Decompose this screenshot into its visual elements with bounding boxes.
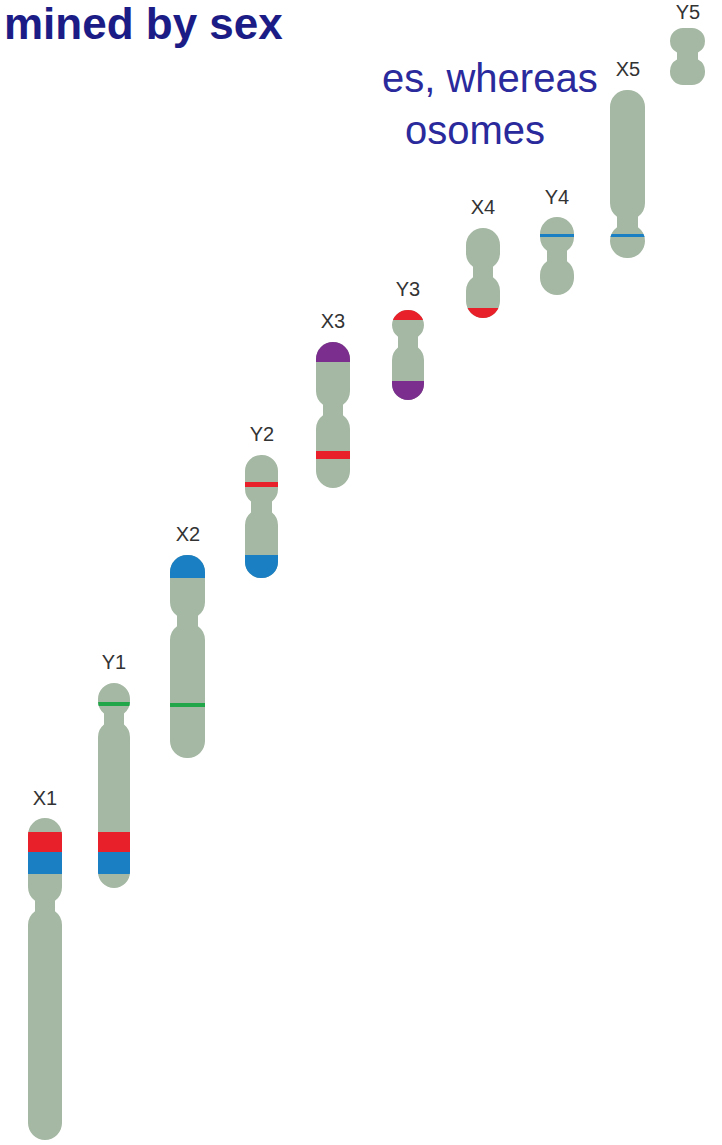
chromosome-label: X5 — [616, 59, 640, 79]
chromosome-label: Y3 — [396, 279, 420, 299]
slide-title: mined by sex — [4, 2, 283, 46]
chromosome-label: Y4 — [545, 187, 569, 207]
chromosome-label: Y1 — [102, 652, 126, 672]
chromosome-label: Y2 — [250, 424, 274, 444]
body-text: es, whereas — [382, 58, 598, 98]
body-text: osomes — [405, 110, 545, 150]
chromosome-label: X1 — [33, 788, 57, 808]
chromosome-label: X2 — [176, 524, 200, 544]
chromosome-label: X4 — [471, 197, 495, 217]
chromosome-label: X3 — [321, 311, 345, 331]
chromosome-label: Y5 — [676, 2, 700, 22]
